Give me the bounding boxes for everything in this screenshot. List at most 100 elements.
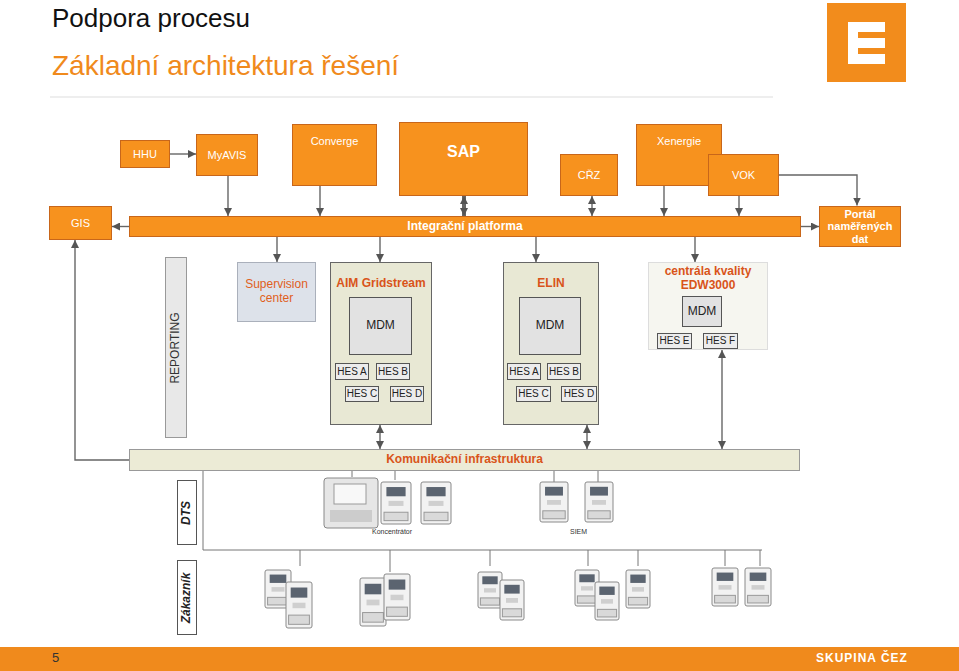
infrastructure-bar: Komunikační infrastruktura	[129, 449, 800, 471]
meter-terminal	[363, 613, 384, 623]
meter-body	[478, 572, 502, 608]
connector	[779, 175, 857, 206]
node-text: GIS	[71, 217, 90, 230]
connector	[227, 176, 228, 216]
meter-plate	[389, 501, 404, 506]
meter-body	[540, 482, 568, 522]
meter-icon	[360, 578, 386, 626]
device-caption: Koncentrátor	[372, 528, 412, 536]
meter-terminal	[480, 598, 499, 605]
node-text: Supervision center	[238, 278, 315, 306]
wire	[203, 550, 762, 551]
node-text: Portál naměřených dat	[820, 208, 900, 246]
meter-body	[381, 482, 411, 524]
meter-icon	[626, 570, 650, 608]
meter-terminal	[577, 596, 596, 603]
wire	[760, 550, 761, 566]
meter-icon	[745, 568, 771, 606]
wire	[588, 550, 589, 566]
meter-terminal	[424, 512, 448, 520]
meter-icon	[286, 582, 312, 628]
meter-terminal	[502, 609, 521, 617]
footer-bar	[0, 647, 959, 671]
meter-plate	[484, 588, 496, 592]
system-box: MyAVIS	[196, 134, 258, 176]
system-box: Portál naměřených dat	[819, 206, 901, 248]
wire	[390, 550, 391, 572]
device-caption: SIEM	[570, 528, 587, 536]
meter-display	[590, 487, 608, 496]
meter-display	[717, 573, 734, 581]
meter-body	[286, 582, 312, 628]
system-box: CŘZ	[560, 154, 618, 196]
node-text: HES A	[337, 366, 366, 378]
node-text: HES B	[549, 366, 579, 378]
meter-icon	[500, 580, 524, 620]
node-text: MDM	[366, 319, 395, 333]
hes-box: HES E	[657, 333, 692, 349]
connector	[379, 425, 380, 449]
hes-box: HES B	[547, 363, 581, 380]
header-rule	[50, 97, 773, 98]
meter-plate	[391, 595, 404, 601]
connector	[276, 237, 277, 262]
system-group: centrála kvality EDW3000MDMHES EHES F	[648, 262, 768, 350]
logo-square	[827, 3, 906, 82]
node-text: HES B	[378, 366, 408, 378]
node-text: AIM Gridstream	[336, 277, 425, 291]
hes-box: HES D	[390, 386, 425, 402]
hes-box: HES A	[507, 363, 541, 380]
meter-display	[630, 575, 645, 583]
wire	[300, 550, 301, 566]
node-text: HES A	[509, 366, 538, 378]
meter-display	[545, 487, 563, 496]
meter-plate	[581, 586, 593, 590]
node-text: REPORTING	[169, 312, 183, 383]
connector	[586, 425, 587, 449]
meter-display	[389, 580, 406, 590]
node-text: centrála kvality EDW3000	[649, 265, 767, 293]
wire	[490, 550, 491, 566]
meter-display	[426, 487, 445, 496]
meter-body	[745, 568, 771, 606]
system-box: SAP	[399, 122, 528, 196]
connector	[721, 350, 722, 449]
node-text: ELIN	[537, 277, 564, 291]
node-text: MDM	[688, 305, 717, 319]
system-box: GIS	[49, 206, 112, 240]
meter-body	[595, 582, 619, 620]
wire	[638, 550, 639, 566]
wire	[554, 471, 555, 482]
mdm-box: MDM	[349, 297, 412, 355]
system-box: HHU	[120, 140, 170, 168]
meter-terminal	[289, 615, 310, 624]
network-wires	[203, 471, 762, 572]
subtitle: Základní architektura řešení	[52, 50, 399, 82]
meter-body	[585, 482, 613, 522]
meter-display	[386, 487, 405, 496]
meter-display	[579, 574, 594, 582]
node-text: MyAVIS	[208, 149, 247, 162]
meter-plate	[429, 501, 444, 506]
meter-body	[500, 580, 524, 620]
meter-display	[291, 588, 308, 598]
meter-terminal	[715, 595, 736, 603]
meter-icon	[712, 568, 738, 606]
reporting-band: REPORTING	[165, 257, 187, 438]
mdm-box: MDM	[519, 297, 581, 355]
meter-icon	[384, 574, 410, 620]
system-group: ELINMDMHES AHES BHES CHES D	[503, 262, 599, 425]
concentrator-panel	[334, 484, 366, 504]
node-text: Converge	[311, 135, 359, 148]
logo-mark	[848, 22, 885, 64]
meter-plate	[367, 600, 380, 606]
concentrator-icon	[324, 478, 378, 528]
wire	[203, 471, 204, 550]
meter-display	[504, 585, 519, 594]
meter-terminal	[597, 609, 616, 617]
page-title: Podpora procesu	[52, 4, 250, 34]
concentrator-body	[324, 478, 378, 528]
